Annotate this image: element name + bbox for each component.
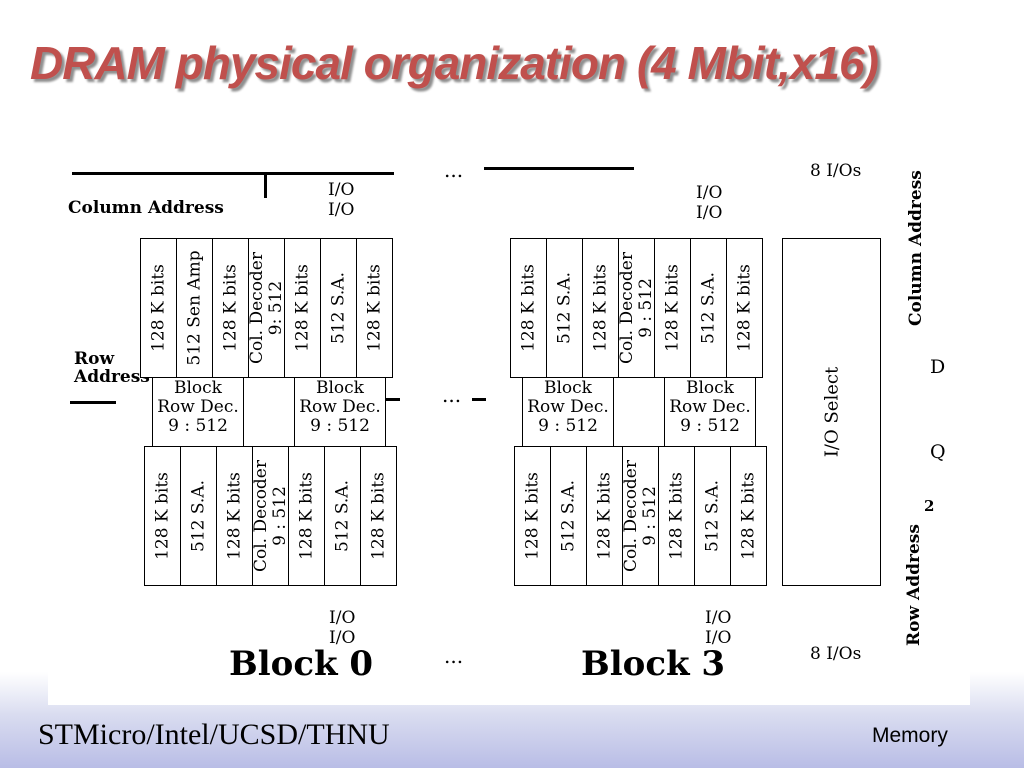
block3-bottom-col-6: 512 S.A.	[694, 446, 731, 586]
row-address-line	[70, 401, 116, 404]
block3-bottom-col-3: 128 K bits	[586, 446, 623, 586]
block0-bottom-col-1: 128 K bits	[144, 446, 181, 586]
top-bus-tick	[264, 174, 267, 198]
block3-bottom-col-5: 128 K bits	[658, 446, 695, 586]
block0-top-col-3: 128 K bits	[212, 238, 249, 378]
block3-bottom-col-1: 128 K bits	[514, 446, 551, 586]
block3-top-col-2: 512 S.A.	[546, 238, 583, 378]
bottom-ellipsis: ...	[444, 644, 464, 668]
row-bus-stub	[386, 398, 400, 401]
footer-topic: Memory	[872, 724, 948, 747]
column-address-label: Column Address	[68, 198, 224, 218]
footer-credit: STMicro/Intel/UCSD/THNU	[38, 718, 390, 751]
q-label: Q	[930, 441, 946, 463]
eight-ios-top: 8 I/Os	[810, 161, 862, 181]
block0-top-col-2: 512 Sen Amp	[176, 238, 213, 378]
top-bus-line-left	[72, 172, 394, 175]
side-column-address-label: Column Address	[906, 170, 926, 326]
block0-bottom-col-2: 512 S.A.	[180, 446, 217, 586]
io-select-box: I/O Select	[782, 238, 881, 586]
block3-top-col-5: 128 K bits	[654, 238, 691, 378]
eight-ios-bottom: 8 I/Os	[810, 644, 862, 664]
block0-top-col-1: 128 K bits	[140, 238, 177, 378]
side-row-address-label: Row Address	[904, 524, 924, 646]
block0-label: Block 0	[229, 644, 374, 684]
block3-bottom-col-7: 128 K bits	[730, 446, 767, 586]
middle-ellipsis: ...	[442, 383, 462, 407]
io-select-label: I/O Select	[821, 366, 842, 458]
two-label: 2	[924, 497, 935, 515]
block0-bottom-col-7: 128 K bits	[360, 446, 397, 586]
block0-bottom-col-5: 128 K bits	[288, 446, 325, 586]
block0-top-col-6: 512 S.A.	[320, 238, 357, 378]
top-ellipsis: ...	[444, 158, 464, 182]
slide-title: DRAM physical organization (4 Mbit,x16)	[30, 37, 879, 89]
block0-top-col-7: 128 K bits	[356, 238, 393, 378]
d-label: D	[930, 356, 946, 378]
block0-bottom-col-3: 128 K bits	[216, 446, 253, 586]
block3-top-col-7: 128 K bits	[726, 238, 763, 378]
block3-top-col-3: 128 K bits	[582, 238, 619, 378]
block3-top-col-6: 512 S.A.	[690, 238, 727, 378]
block0-bottom-col-6: 512 S.A.	[324, 446, 361, 586]
block0-top-col-5: 128 K bits	[284, 238, 321, 378]
block3-bottom-col-2: 512 S.A.	[550, 446, 587, 586]
block3-label: Block 3	[581, 644, 726, 684]
top-bus-line-right	[484, 167, 634, 170]
middle-bus-stub	[472, 398, 486, 401]
block3-top-col-1: 128 K bits	[510, 238, 547, 378]
